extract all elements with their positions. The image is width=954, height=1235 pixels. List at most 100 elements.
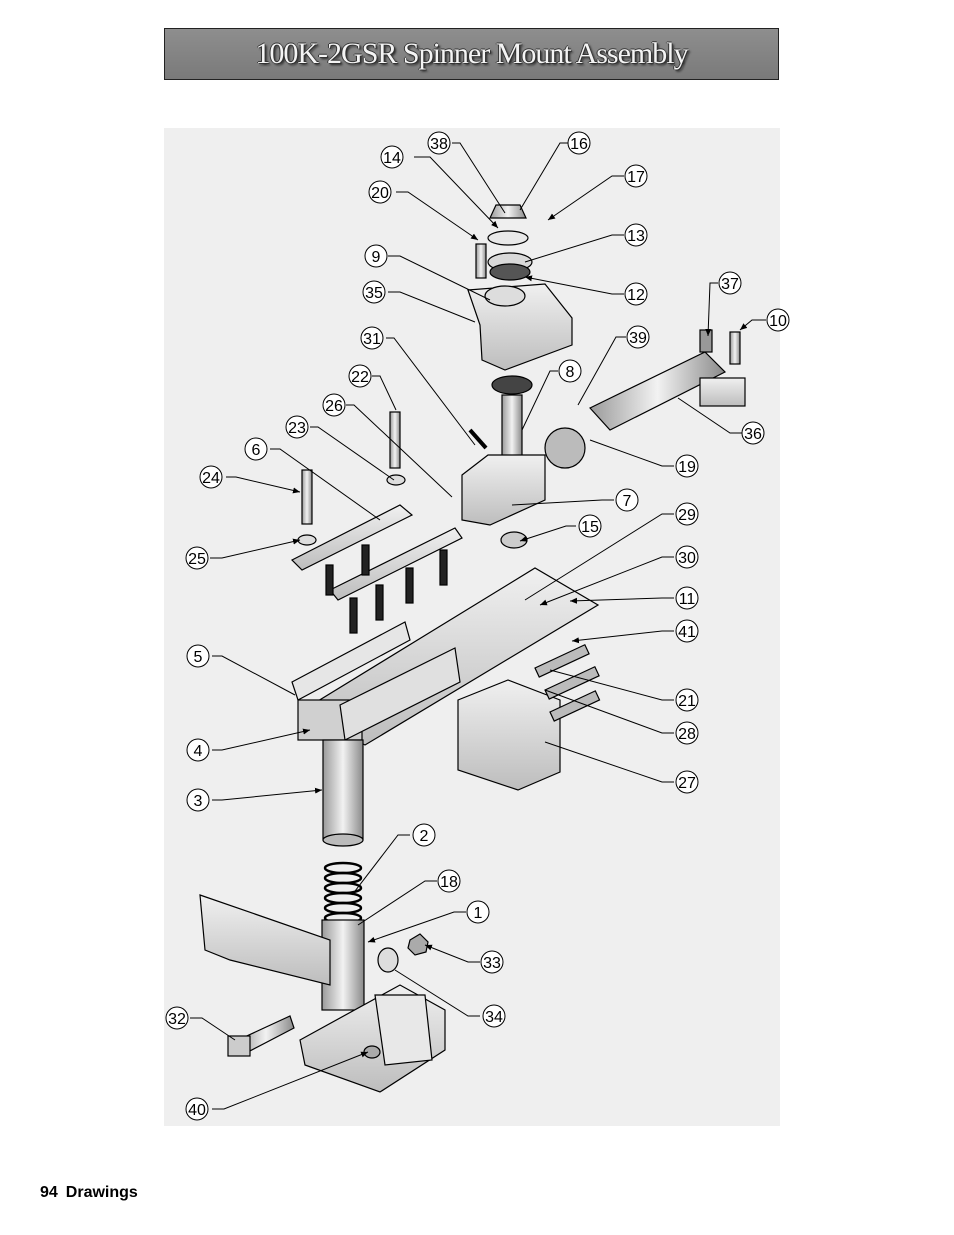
part-bearing-12 [489,263,531,281]
svg-text:40: 40 [188,1102,206,1119]
part-cylinder-36 [589,351,727,431]
part-bracket [374,994,433,1066]
svg-text:23: 23 [288,420,306,437]
callout-17: 17 [624,164,648,188]
svg-text:12: 12 [627,287,645,304]
svg-text:35: 35 [365,285,383,302]
svg-text:11: 11 [679,591,696,608]
callout-37: 37 [718,271,742,295]
svg-text:31: 31 [363,331,381,348]
part-bearing-8 [491,375,533,395]
svg-text:17: 17 [627,169,645,186]
svg-text:6: 6 [252,442,261,459]
part-bolt-10 [729,331,741,365]
svg-text:1: 1 [474,905,483,922]
svg-text:20: 20 [371,185,389,202]
callout-13: 13 [624,223,648,247]
svg-text:36: 36 [744,426,762,443]
page-number: 94 [40,1184,58,1201]
callout-14: 14 [380,145,404,169]
callout-12: 12 [624,282,648,306]
callout-34: 34 [482,1004,506,1028]
svg-text:22: 22 [351,369,369,386]
callout-27: 27 [675,770,699,794]
svg-text:9: 9 [372,249,381,266]
part-bolt-22 [389,411,401,469]
part-post-3 [322,739,364,841]
svg-text:34: 34 [485,1009,503,1026]
callout-31: 31 [360,326,384,350]
part-arm-left [199,894,331,986]
part-casting-35 [467,283,573,371]
svg-text:7: 7 [623,493,632,510]
svg-text:38: 38 [430,136,448,153]
callout-23: 23 [285,415,309,439]
callout-41: 41 [675,619,699,643]
callout-15: 15 [578,514,602,538]
part-washer-23 [386,474,406,486]
callout-6: 6 [244,437,268,461]
callout-40: 40 [185,1097,209,1121]
title-banner: 100K-2GSR Spinner Mount Assembly [164,28,779,80]
callout-39: 39 [626,325,650,349]
callout-38: 38 [427,131,451,155]
callout-29: 29 [675,502,699,526]
svg-text:4: 4 [194,743,203,760]
svg-text:30: 30 [678,550,696,567]
part-valve-block-27 [457,679,561,791]
callout-4: 4 [186,738,210,762]
callout-16: 16 [567,131,591,155]
callout-18: 18 [437,869,461,893]
callout-25: 25 [185,546,209,570]
svg-text:26: 26 [325,398,343,415]
part-cylinder-mount [699,377,746,407]
part-pin-31 [468,428,488,450]
callout-5: 5 [186,644,210,668]
part-spring-2 [323,861,363,925]
callout-21: 21 [675,688,699,712]
svg-text:21: 21 [678,693,696,710]
part-u-bolt-studs [325,544,448,634]
svg-text:2: 2 [420,828,429,845]
callout-bubbles: 38 16 14 17 20 13 9 37 35 12 10 39 31 8 … [165,131,790,1121]
callout-3: 3 [186,788,210,812]
svg-text:37: 37 [721,276,739,293]
callout-7: 7 [615,488,639,512]
svg-text:5: 5 [194,649,203,666]
svg-text:41: 41 [678,624,696,641]
callout-19: 19 [675,454,699,478]
part-channel-5 [291,621,411,701]
callout-1: 1 [466,900,490,924]
part-block-7 [461,454,546,526]
parts-group [199,204,746,1093]
svg-text:3: 3 [194,793,203,810]
callout-33: 33 [480,950,504,974]
callout-36: 36 [741,421,765,445]
page-title: 100K-2GSR Spinner Mount Assembly [255,37,688,70]
svg-text:27: 27 [678,775,696,792]
svg-text:33: 33 [483,955,501,972]
part-clamp-plate-upper [290,504,414,571]
part-washer-25 [297,534,317,546]
svg-text:14: 14 [383,150,401,167]
part-channel-5-right [339,647,461,741]
part-post-bottom [322,833,364,847]
section-label: Drawings [65,1184,138,1201]
callout-9: 9 [364,244,388,268]
part-rod-end-19 [544,427,586,469]
page-footer: 94 Drawings [40,1184,146,1202]
part-fitting-37 [699,329,713,353]
callout-10: 10 [766,308,790,332]
part-washer-top [487,230,529,246]
part-clamp-plate-lower [329,527,463,601]
part-hoses-28 [534,643,601,722]
svg-text:28: 28 [678,726,696,743]
svg-text:8: 8 [566,364,575,381]
svg-text:16: 16 [570,136,588,153]
svg-text:32: 32 [168,1011,186,1028]
part-bolt-32-head [227,1035,251,1057]
callout-22: 22 [348,364,372,388]
part-bolt-20 [475,243,487,279]
part-washer-34 [377,947,399,973]
